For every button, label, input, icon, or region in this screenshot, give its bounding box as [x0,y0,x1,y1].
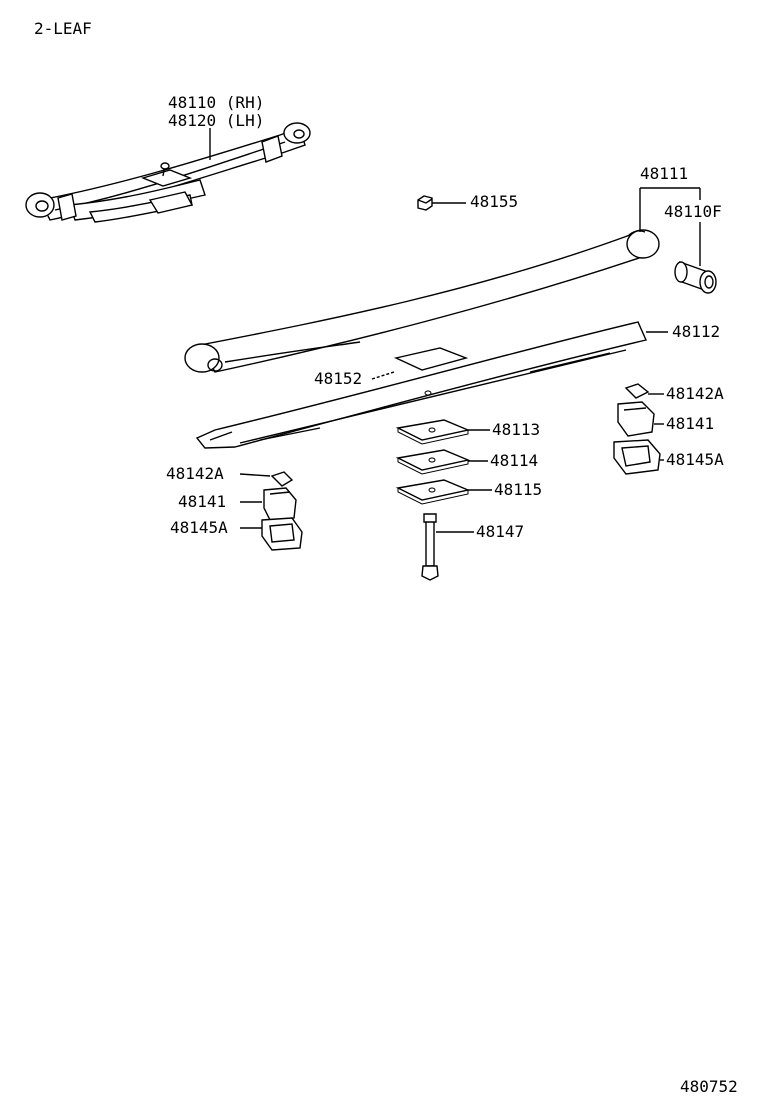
part-label-48115: 48115 [494,480,543,499]
figure-code: 480752 [680,1077,738,1096]
part-label-48145a-left: 48145A [170,518,228,537]
left-clip-set [261,471,303,551]
part-label-48111: 48111 [640,164,689,183]
part-label-48141-left: 48141 [178,492,227,511]
second-leaf [195,321,647,449]
center-bolt-shape [421,513,439,581]
part-label-48110-rh: 48110 (RH) [168,93,265,112]
part-label-48155: 48155 [470,192,519,211]
part-label-48113: 48113 [492,420,541,439]
main-leaf [184,229,660,373]
part-label-48142a-left: 48142A [166,464,224,483]
variant-label: 2-LEAF [34,19,92,38]
leader-lines [209,128,701,533]
part-label-48145a-right: 48145A [666,450,724,469]
nut-shape [417,195,433,211]
part-label-48114: 48114 [490,451,539,470]
part-label-48152: 48152 [314,369,363,388]
part-label-48147: 48147 [476,522,525,541]
right-clip-set [613,383,661,475]
bushing-shape [674,260,717,294]
part-label-48120-lh: 48120 (LH) [168,111,265,130]
part-label-48112: 48112 [672,322,721,341]
part-label-48141-right: 48141 [666,414,715,433]
part-label-48142a-right: 48142A [666,384,724,403]
part-label-48110f: 48110F [664,202,722,221]
leaf-spring-assembly [25,122,311,223]
spacer-plates [395,419,471,505]
clip-pad-shape [393,347,469,371]
